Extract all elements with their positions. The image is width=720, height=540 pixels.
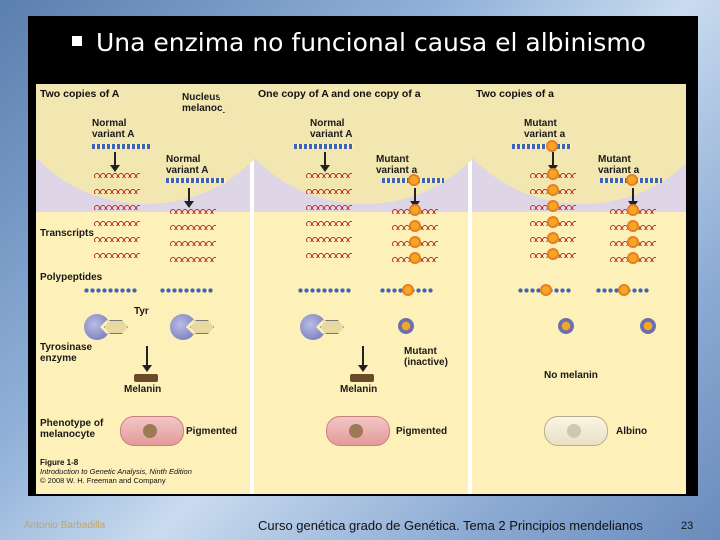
mutation-icon — [629, 238, 637, 246]
polypeptides-label: Polypeptides — [40, 272, 103, 283]
mutant-inactive-label: Mutant (inactive) — [404, 346, 448, 368]
arrow-icon — [110, 152, 120, 172]
nucleus-label: Nucleus of melanocyte — [182, 92, 238, 114]
arrow-icon — [184, 188, 194, 208]
tyr-label: Tyr — [134, 306, 149, 317]
footer-author: Antonio Barbadilla — [24, 520, 106, 531]
mutation-icon — [549, 170, 557, 178]
arrow-icon — [410, 188, 420, 208]
polypeptide — [160, 288, 214, 293]
variant-right-label: Normal variant A — [166, 154, 209, 176]
transcript — [306, 172, 352, 178]
transcript — [94, 220, 140, 226]
dna-segment — [92, 144, 150, 149]
mutation-icon — [629, 206, 637, 214]
melanin-icon — [350, 374, 374, 382]
tyrosine-icon — [320, 320, 344, 334]
panel-header: Two copies of A — [40, 88, 120, 100]
slide-title: Una enzima no funcional causa el albinis… — [72, 28, 646, 57]
dna-segment — [512, 144, 572, 149]
mutation-icon — [629, 222, 637, 230]
pigmented-cell — [326, 416, 390, 446]
mutation-icon — [549, 186, 557, 194]
polypeptide — [298, 288, 352, 293]
transcript — [170, 240, 216, 246]
pigmented-label: Pigmented — [396, 426, 448, 437]
panel-two-copies-A: Two copies of A Nucleus of melanocyte No… — [36, 84, 296, 494]
mutation-icon — [549, 202, 557, 210]
pigmented-label: Pigmented — [186, 426, 238, 437]
transcript — [94, 172, 140, 178]
page-number: 23 — [681, 520, 694, 532]
transcript — [306, 188, 352, 194]
figure-genetic-analysis: Two copies of A Nucleus of melanocyte No… — [36, 84, 686, 494]
tyrosine-icon — [104, 320, 128, 334]
melanin-icon — [134, 374, 158, 382]
arrow-icon — [548, 152, 558, 172]
mutation-icon — [542, 286, 550, 294]
panel-two-copies-a: Two copies of a Mutant variant a Mutant … — [432, 84, 686, 494]
mutant-enzyme-icon — [398, 318, 414, 334]
variant-right-label: Mutant variant a — [598, 154, 640, 176]
mutation-icon — [549, 250, 557, 258]
melanin-label: Melanin — [340, 384, 378, 395]
pigmented-cell — [120, 416, 184, 446]
mutation-icon — [549, 218, 557, 226]
panel-header: Two copies of a — [476, 88, 554, 100]
polypeptide — [84, 288, 138, 293]
transcript — [170, 256, 216, 262]
figure-caption: Figure 1-8 Introduction to Genetic Analy… — [40, 458, 192, 485]
variant-left-label: Normal variant A — [310, 118, 353, 140]
mutation-icon — [548, 142, 556, 150]
transcript — [306, 252, 352, 258]
albino-label: Albino — [616, 426, 648, 437]
arrow-icon — [358, 346, 368, 372]
mutation-icon — [404, 286, 412, 294]
mutation-icon — [629, 254, 637, 262]
footer-course: Curso genética grado de Genética. Tema 2… — [258, 518, 643, 533]
transcript — [170, 224, 216, 230]
mutation-icon — [411, 238, 419, 246]
variant-right-label: Mutant variant a — [376, 154, 418, 176]
no-melanin-label: No melanin — [544, 370, 598, 381]
transcript — [94, 188, 140, 194]
transcript — [94, 204, 140, 210]
tyrosine-icon — [190, 320, 214, 334]
mutant-enzyme-icon — [558, 318, 574, 334]
mutation-icon — [620, 286, 628, 294]
transcript — [94, 236, 140, 242]
arrow-icon — [142, 346, 152, 372]
mutant-enzyme-icon — [640, 318, 656, 334]
phenotype-label: Phenotype of melanocyte — [40, 418, 104, 440]
melanin-label: Melanin — [124, 384, 162, 395]
albino-cell — [544, 416, 608, 446]
dna-segment — [294, 144, 354, 149]
transcript — [306, 236, 352, 242]
variant-left-label: Mutant variant a — [524, 118, 566, 140]
panel-one-A-one-a: One copy of A and one copy of a Normal v… — [214, 84, 514, 494]
dna-segment — [166, 178, 226, 183]
variant-left-label: Normal variant A — [92, 118, 135, 140]
mutation-icon — [411, 254, 419, 262]
mutation-icon — [411, 222, 419, 230]
transcript — [94, 252, 140, 258]
transcript — [306, 204, 352, 210]
mutation-icon — [549, 234, 557, 242]
panel-header: One copy of A and one copy of a — [258, 88, 421, 100]
transcripts-label: Transcripts — [40, 228, 94, 239]
transcript — [306, 220, 352, 226]
transcript — [170, 208, 216, 214]
arrow-icon — [628, 188, 638, 208]
bullet-icon — [72, 36, 82, 46]
mutation-icon — [411, 206, 419, 214]
tyrosinase-label: Tyrosinase enzyme — [40, 342, 93, 364]
mutation-icon — [628, 176, 636, 184]
mutation-icon — [410, 176, 418, 184]
arrow-icon — [320, 152, 330, 172]
